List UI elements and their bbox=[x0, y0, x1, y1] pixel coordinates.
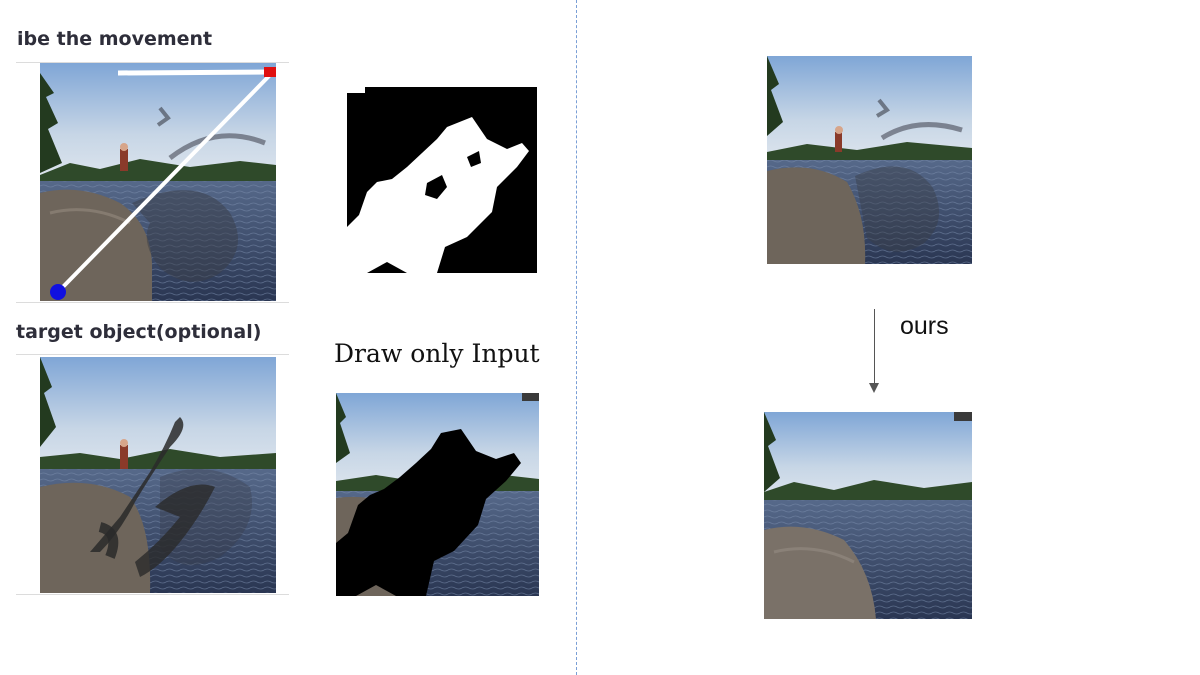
target-object-photo[interactable] bbox=[40, 357, 276, 593]
draw-only-input-image bbox=[336, 393, 539, 596]
movement-section-label: ibe the movement bbox=[17, 28, 213, 50]
section-rule-target bbox=[16, 354, 289, 355]
binary-mask-image bbox=[347, 87, 537, 273]
panel-divider bbox=[576, 0, 577, 675]
section-rule-bottom bbox=[16, 594, 289, 595]
down-arrow-icon bbox=[869, 383, 879, 393]
result-arrow-line bbox=[874, 309, 875, 385]
result-output-image bbox=[764, 412, 972, 619]
section-rule-mid bbox=[16, 302, 289, 303]
section-rule-top bbox=[16, 62, 289, 63]
input-photo-preview bbox=[767, 56, 972, 264]
ours-label: ours bbox=[900, 312, 949, 340]
target-section-label: target object(optional) bbox=[16, 321, 262, 343]
input-photo-with-trajectory[interactable] bbox=[40, 63, 276, 301]
draw-only-input-title: Draw only Input bbox=[334, 339, 540, 368]
